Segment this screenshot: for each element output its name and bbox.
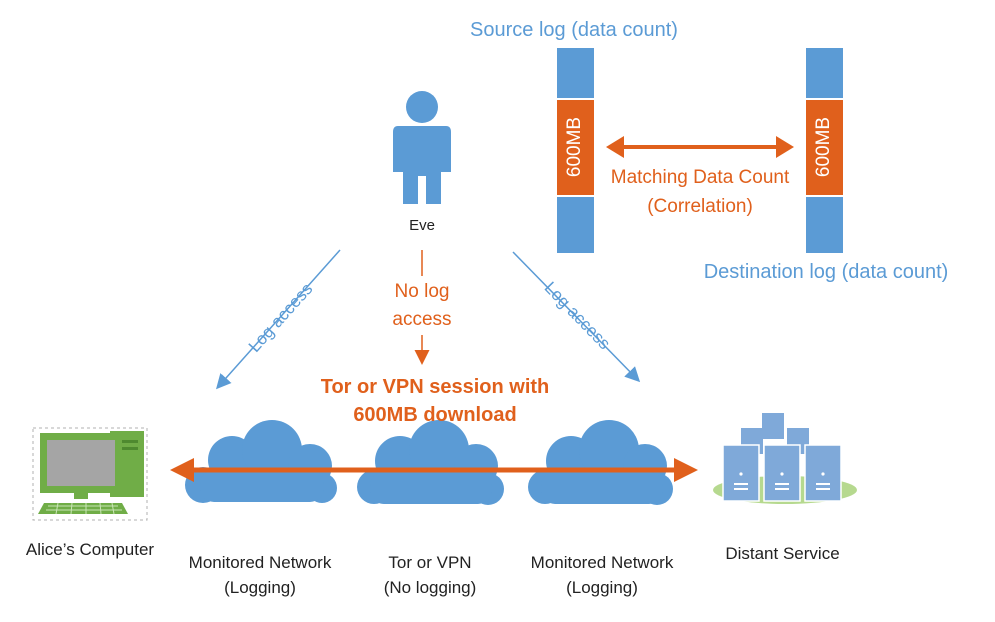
monitored-network-1-label: Monitored Network: [188, 553, 332, 572]
computer-icon: [32, 427, 148, 521]
monitored-network-2-label: Monitored Network: [530, 553, 674, 572]
tor-vpn-label: Tor or VPN: [388, 553, 472, 572]
no-log-access-line1: No log: [394, 281, 450, 302]
log-access-arrow-left: [216, 249, 341, 390]
matching-data-count-label: Matching Data Count: [610, 167, 790, 188]
session-label-line2: 600MB download: [353, 404, 517, 426]
eve-label: Eve: [409, 217, 435, 234]
log-access-arrow-right: [512, 251, 641, 383]
person-icon: [393, 91, 451, 204]
destination-log-bar: [806, 48, 843, 253]
correlation-arrow: [606, 136, 794, 158]
source-log-bar: [557, 48, 594, 253]
alice-computer-label: Alice’s Computer: [25, 540, 155, 559]
distant-service-label: Distant Service: [725, 544, 840, 563]
source-log-value: 600MB: [564, 116, 585, 178]
correlation-label: (Correlation): [647, 196, 753, 217]
server-icon: [713, 413, 857, 504]
cloud-icon: [185, 420, 337, 503]
session-arrow: [170, 458, 698, 482]
source-log-title: Source log (data count): [470, 19, 678, 41]
cloud-icon: [528, 420, 673, 505]
no-log-access-line2: access: [392, 309, 452, 330]
monitored-network-2-sublabel: (Logging): [566, 578, 638, 597]
monitored-network-1-sublabel: (Logging): [224, 578, 296, 597]
session-label-line1: Tor or VPN session with: [320, 376, 550, 398]
cloud-icon: [357, 420, 504, 505]
destination-log-title: Destination log (data count): [703, 261, 949, 283]
tor-vpn-sublabel: (No logging): [383, 578, 477, 597]
destination-log-value: 600MB: [813, 116, 834, 178]
